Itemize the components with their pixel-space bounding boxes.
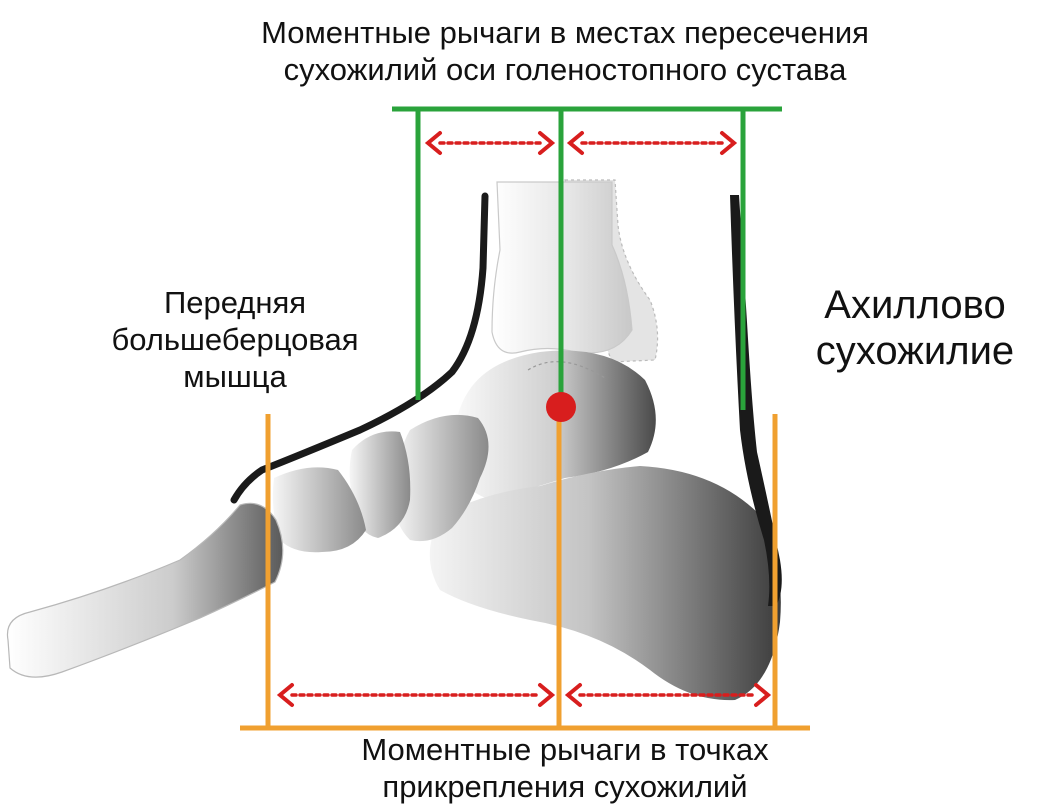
bottom-caption: Моментные рычаги в точках прикрепления с… bbox=[140, 731, 990, 805]
anterior-tibial-tendon bbox=[230, 192, 489, 504]
ankle-joint-center-dot bbox=[546, 392, 576, 422]
calcaneus-bone bbox=[429, 466, 781, 701]
top-caption: Моментные рычаги в местах пересечения су… bbox=[140, 14, 990, 88]
anterior-tibial-muscle-label: Передняя большеберцовая мышца bbox=[70, 284, 400, 396]
left-label-line2: большеберцовая bbox=[111, 322, 359, 358]
cuboid-bone bbox=[272, 467, 366, 553]
green-moment-arm-lines bbox=[392, 106, 782, 410]
bottom-left-arrow bbox=[276, 683, 556, 707]
top-left-arrow bbox=[424, 131, 556, 155]
right-label-line2: сухожилие bbox=[815, 329, 1015, 373]
top-caption-line2: сухожилий оси голеностопного сустава bbox=[283, 52, 847, 88]
achilles-tendon-label: Ахиллово сухожилие bbox=[790, 282, 1040, 374]
cuneiform-bone bbox=[349, 431, 411, 538]
navicular-bone bbox=[394, 414, 489, 542]
left-label-line3: мышца bbox=[183, 359, 287, 395]
left-label-line1: Передняя bbox=[163, 285, 307, 320]
right-label-line1: Ахиллово bbox=[824, 283, 1006, 327]
bottom-right-arrow bbox=[564, 683, 772, 707]
talus-bone bbox=[454, 350, 656, 500]
bottom-caption-line2: прикрепления сухожилий bbox=[382, 769, 748, 805]
bottom-caption-line1: Моментные рычаги в точках bbox=[361, 732, 769, 767]
top-right-arrow bbox=[566, 131, 738, 155]
red-double-arrows bbox=[276, 131, 772, 707]
top-caption-line1: Моментные рычаги в местах пересечения bbox=[261, 15, 869, 50]
orange-moment-arm-lines bbox=[240, 410, 810, 731]
metatarsal-bone bbox=[6, 502, 284, 678]
foot-bones bbox=[6, 179, 781, 701]
